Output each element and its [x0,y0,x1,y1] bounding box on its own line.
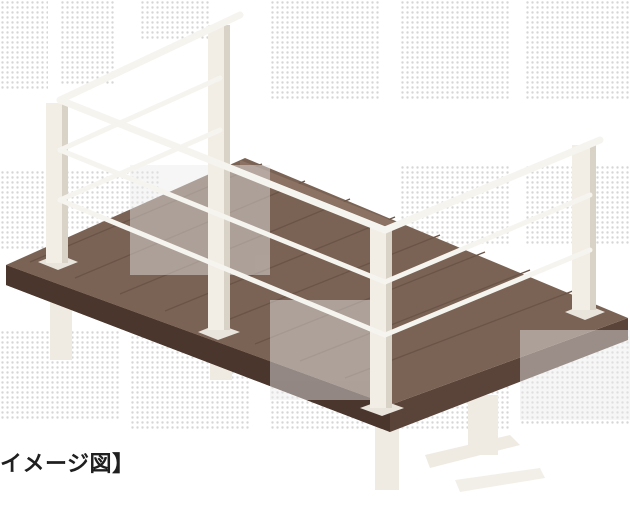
watermark-overlay [130,165,630,420]
deck-slab [6,158,628,432]
railing-bars [56,11,604,338]
caption-text: イメージ図】 [0,452,135,477]
railing-posts [46,25,596,408]
